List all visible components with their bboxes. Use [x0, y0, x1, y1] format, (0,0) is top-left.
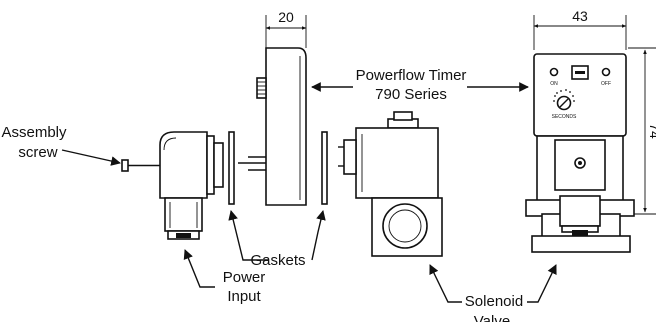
on-indicator-label: ON	[550, 81, 558, 87]
gaskets-label: Gaskets	[250, 252, 305, 269]
solenoid-label-line2: Valve	[474, 313, 510, 322]
powerflow-label-line2: 790 Series	[375, 86, 447, 103]
assembly-screw	[121, 159, 165, 172]
depth-dimension: 20	[265, 9, 307, 48]
power-input-label-line1: Power	[223, 269, 266, 286]
assembly-screw-leader	[61, 149, 121, 166]
gasket-left	[228, 131, 235, 205]
depth-dimension-label: 20	[278, 9, 294, 25]
timer-side-view	[238, 47, 307, 206]
assembly-screw-label-line2: screw	[18, 144, 57, 161]
width-dimension-label: 43	[572, 8, 588, 24]
off-indicator-light	[601, 67, 611, 77]
height-dimension-label: 74	[647, 123, 656, 139]
assembly-screw-label-line1: Assembly	[1, 124, 67, 141]
solenoid-leader-right	[527, 264, 557, 303]
width-dimension: 43	[533, 8, 627, 50]
timer-dial-label: SECONDS	[552, 114, 577, 120]
solenoid-label-line1: Solenoid	[465, 293, 523, 310]
power-input-label-line2: Input	[227, 288, 261, 305]
power-input-leader	[183, 249, 215, 288]
solenoid-leader-left	[429, 264, 462, 303]
solenoid-valve-side-view	[338, 111, 443, 257]
gasket-right	[321, 131, 328, 205]
height-dimension: 74	[628, 47, 656, 215]
off-indicator-label: OFF	[601, 81, 611, 87]
gaskets-leader-left	[228, 210, 268, 261]
on-indicator-light	[549, 67, 559, 77]
power-input-connector	[159, 131, 224, 240]
powerflow-label-line1: Powerflow Timer	[356, 67, 467, 84]
front-view-assembly: ON OFF SECONDS	[525, 53, 635, 253]
gaskets-leader-right	[311, 210, 326, 261]
